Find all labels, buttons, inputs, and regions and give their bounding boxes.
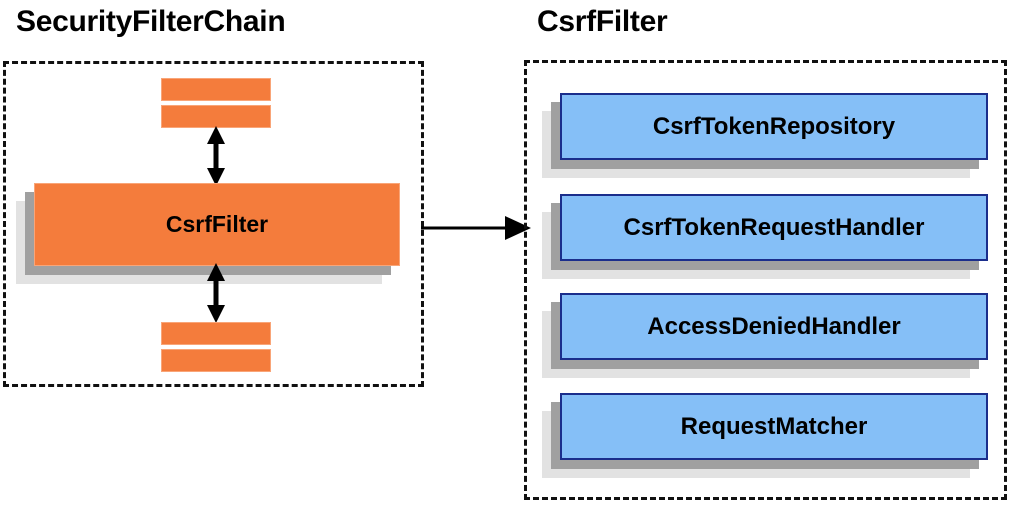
box-face: RequestMatcher xyxy=(560,393,988,460)
security-filter-chain-panel xyxy=(3,61,424,387)
csrf-filter-panel xyxy=(524,60,1007,500)
filter-bar-bottom-2 xyxy=(161,349,271,372)
component-access-denied-handler[interactable]: AccessDeniedHandler xyxy=(542,293,988,378)
component-label: CsrfTokenRequestHandler xyxy=(623,213,925,241)
csrf-filter-box[interactable]: CsrfFilter xyxy=(16,183,400,284)
page-title-csrf-filter: CsrfFilter xyxy=(537,5,668,38)
filter-bar-bottom-1 xyxy=(161,322,271,345)
box-face: CsrfTokenRepository xyxy=(560,93,988,160)
component-request-matcher[interactable]: RequestMatcher xyxy=(542,393,988,478)
box-face: AccessDeniedHandler xyxy=(560,293,988,360)
component-label: CsrfTokenRepository xyxy=(652,112,896,140)
box-face: CsrfTokenRequestHandler xyxy=(560,194,988,261)
filter-bar-top-1 xyxy=(161,78,271,101)
box-face: CsrfFilter xyxy=(34,183,400,266)
component-csrf-token-repository[interactable]: CsrfTokenRepository xyxy=(542,93,988,178)
page-title-security-filter-chain: SecurityFilterChain xyxy=(16,5,286,38)
connector-arrow-icon xyxy=(419,214,531,242)
filter-bar-top-2 xyxy=(161,105,271,128)
vertical-double-arrow-bottom-icon xyxy=(205,263,227,323)
component-label: AccessDeniedHandler xyxy=(647,312,901,340)
component-label: RequestMatcher xyxy=(680,412,868,440)
component-csrf-token-request-handler[interactable]: CsrfTokenRequestHandler xyxy=(542,194,988,279)
csrf-filter-box-label: CsrfFilter xyxy=(165,211,269,237)
vertical-double-arrow-top-icon xyxy=(205,126,227,186)
